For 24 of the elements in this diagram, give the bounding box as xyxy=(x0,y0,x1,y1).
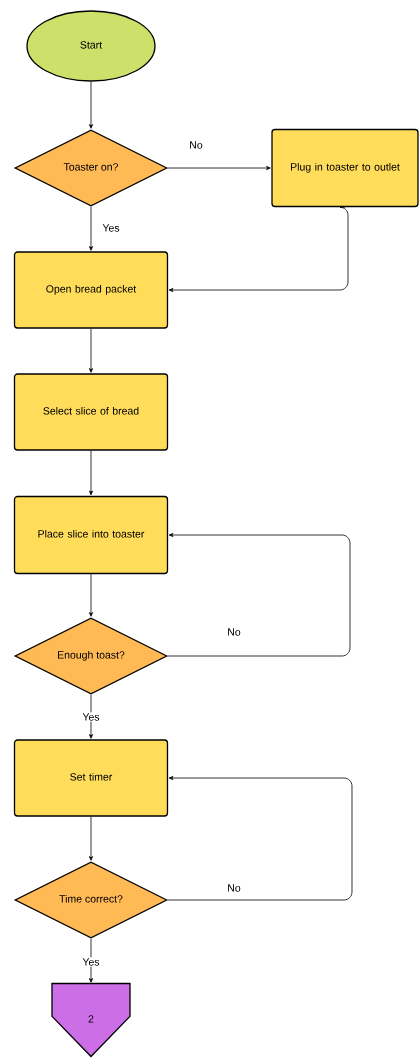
edge-label: Yes xyxy=(102,224,120,232)
arrow xyxy=(89,938,93,983)
process-box: Plug in toaster to outlet xyxy=(271,128,419,208)
process-box: Open bread packet xyxy=(13,251,169,329)
arrow xyxy=(168,206,349,292)
arrow xyxy=(89,450,93,496)
edge-label: No xyxy=(228,884,241,892)
process-box: Select slice of bread xyxy=(13,373,169,451)
arrow xyxy=(89,206,93,251)
arrow xyxy=(89,81,93,129)
connector-pentagon: 2 xyxy=(51,982,131,1058)
arrow xyxy=(167,533,351,657)
edge-label: Yes xyxy=(81,712,101,722)
process-box: Place slice into toaster xyxy=(13,495,169,575)
process-box: Set timer xyxy=(13,739,169,817)
arrow xyxy=(89,816,93,861)
arrow xyxy=(167,166,271,170)
edge-label: Yes xyxy=(81,957,101,967)
arrow xyxy=(167,776,353,901)
edge-label: No xyxy=(190,141,203,149)
arrow xyxy=(89,694,93,739)
arrow xyxy=(89,328,93,373)
edge-label: No xyxy=(228,628,241,636)
arrow xyxy=(89,573,93,617)
